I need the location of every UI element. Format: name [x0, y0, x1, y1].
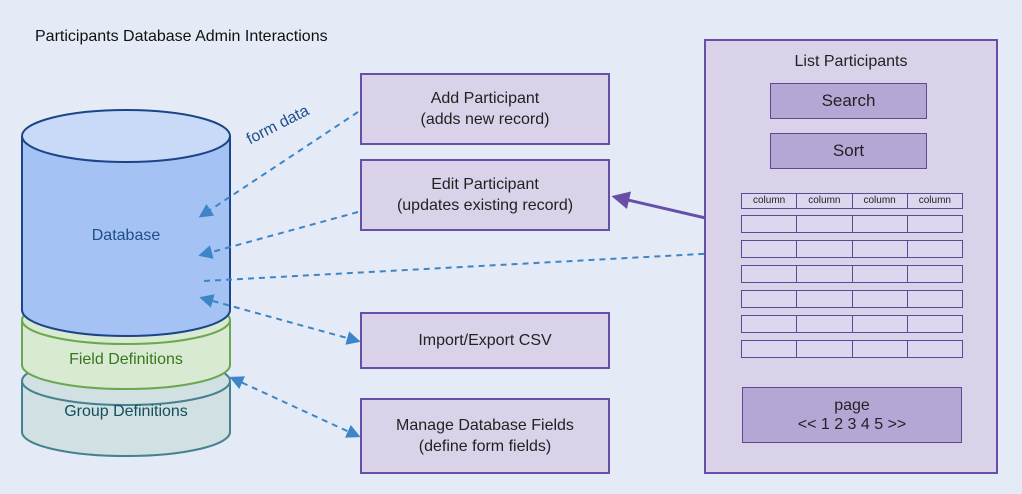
- arrow-database-to-list: [203, 245, 741, 282]
- table-cell: [851, 215, 908, 233]
- diagram-title: Participants Database Admin Interactions: [35, 28, 328, 45]
- table-cell: [796, 265, 853, 283]
- table-row: [741, 265, 963, 283]
- table-cell: [741, 240, 798, 258]
- table-cell: [906, 290, 963, 308]
- table-cell: [851, 290, 908, 308]
- action-sublabel: (updates existing record): [396, 197, 574, 214]
- table-cell: [851, 340, 908, 358]
- action-label: Manage Database Fields: [396, 417, 574, 434]
- table-cell: [796, 215, 853, 233]
- action-label: Import/Export CSV: [418, 332, 552, 349]
- pagination-box: page << 1 2 3 4 5 >>: [742, 387, 962, 443]
- table-cell: [796, 315, 853, 333]
- database-cylinder: [21, 109, 231, 337]
- table-cell: [851, 240, 908, 258]
- table-row: [741, 240, 963, 258]
- pager-pages: << 1 2 3 4 5 >>: [797, 416, 907, 433]
- table-cell: [906, 215, 963, 233]
- action-sublabel: (define form fields): [418, 438, 552, 455]
- table-row: [741, 340, 963, 358]
- table-cell: [741, 215, 798, 233]
- table-row: [741, 315, 963, 333]
- group-definitions-label: Group Definitions: [64, 403, 188, 420]
- action-label: Edit Participant: [431, 176, 539, 193]
- table-header-row: column column column column: [741, 193, 963, 209]
- database-label: Database: [91, 227, 161, 244]
- table-cell: [851, 265, 908, 283]
- table-cell: [906, 340, 963, 358]
- column-header: column: [906, 193, 963, 209]
- table-row: [741, 215, 963, 233]
- arrow-database-import-export: [199, 294, 361, 345]
- table-cell: [851, 315, 908, 333]
- pager-label: page: [834, 397, 870, 414]
- column-header: column: [741, 193, 798, 209]
- list-participants-panel: List Participants Search Sort column col…: [704, 39, 998, 474]
- manage-database-fields-box: Manage Database Fields (define form fiel…: [360, 398, 610, 474]
- add-participant-box: Add Participant (adds new record): [360, 73, 610, 145]
- table-cell: [796, 290, 853, 308]
- participants-table: column column column column: [741, 193, 963, 365]
- import-export-csv-box: Import/Export CSV: [360, 312, 610, 369]
- panel-title: List Participants: [794, 53, 908, 70]
- sort-button: Sort: [770, 133, 927, 169]
- table-cell: [906, 315, 963, 333]
- arrow-fields-manage: [229, 376, 361, 438]
- table-cell: [796, 240, 853, 258]
- table-cell: [906, 265, 963, 283]
- table-cell: [741, 340, 798, 358]
- table-cell: [741, 315, 798, 333]
- table-cell: [741, 265, 798, 283]
- edit-participant-box: Edit Participant (updates existing recor…: [360, 159, 610, 231]
- field-definitions-label: Field Definitions: [69, 351, 183, 368]
- column-header: column: [796, 193, 853, 209]
- action-label: Add Participant: [430, 90, 540, 107]
- table-cell: [906, 240, 963, 258]
- action-sublabel: (adds new record): [420, 111, 550, 128]
- arrow-edit-to-database: [198, 211, 359, 259]
- table-row: [741, 290, 963, 308]
- arrow-add-to-database: [198, 111, 359, 218]
- table-cell: [796, 340, 853, 358]
- search-button: Search: [770, 83, 927, 119]
- column-header: column: [851, 193, 908, 209]
- table-cell: [741, 290, 798, 308]
